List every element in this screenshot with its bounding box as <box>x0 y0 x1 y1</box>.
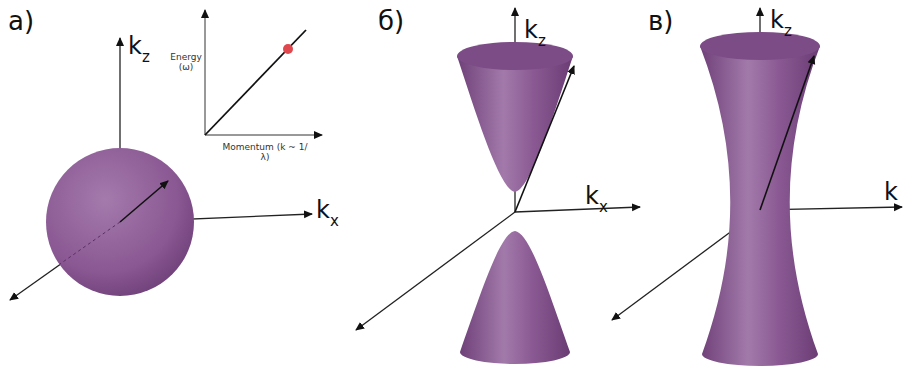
axis-letter: k <box>770 8 784 32</box>
sphere-surface <box>46 148 194 296</box>
panel-b <box>356 8 640 364</box>
axis-subscript: z <box>142 50 150 65</box>
axis-letter: k <box>884 180 898 204</box>
axis-subscript: z <box>784 24 792 39</box>
upper-rim <box>457 42 573 70</box>
panel-c <box>612 8 902 366</box>
axis-letter: k <box>585 184 599 208</box>
axis-subscript: x <box>599 200 608 215</box>
dispersion-line <box>205 30 306 135</box>
axis-letter: k <box>128 34 142 58</box>
lower-sheet <box>460 231 570 364</box>
axis-subscript: x <box>330 214 339 229</box>
panel-letter: в) <box>648 8 673 34</box>
upper-sheet <box>457 56 573 192</box>
wave-vector <box>515 66 574 212</box>
inset-axis <box>205 135 322 136</box>
panel-letter: а) <box>8 8 34 34</box>
axis-subscript: z <box>538 34 546 49</box>
wave-vector <box>120 181 168 222</box>
upper-rim <box>700 32 820 60</box>
hyperboloid-surface <box>700 46 820 366</box>
inset-axis-title: Momentum (k ~ 1/λ) <box>222 142 308 163</box>
panel-a <box>10 10 322 300</box>
hidden-axis <box>60 222 120 264</box>
point-marker <box>283 44 293 54</box>
wave-vector <box>760 56 814 210</box>
axis-letter: k <box>316 198 330 222</box>
panel-letter: б) <box>378 8 404 34</box>
kx-axis <box>515 207 640 212</box>
inset-axis <box>205 10 206 135</box>
inset-axis-title: Energy (ω) <box>170 52 202 73</box>
axis-letter: k <box>524 18 538 42</box>
